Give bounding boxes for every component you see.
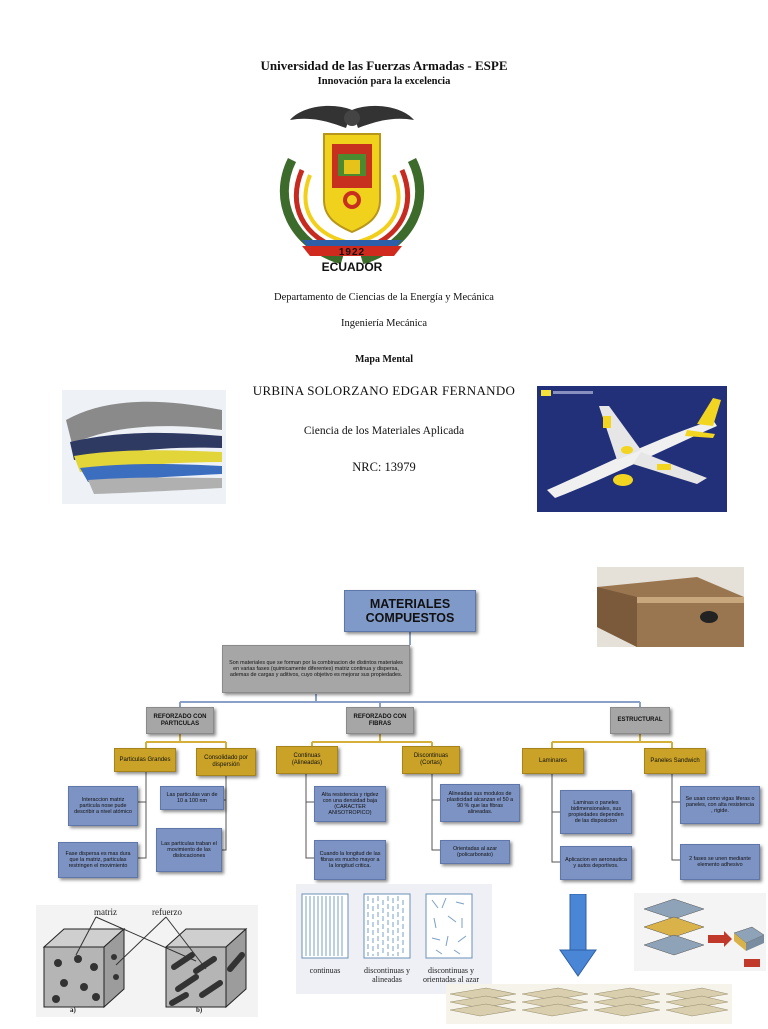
detail-traban: Las particulas traban el movimiento de l… (156, 828, 222, 872)
detail-fases: 2 fases se unen mediante elemento adhesi… (680, 844, 760, 880)
detail-alineadas: Alineadas sus modulos de plasticidad alc… (440, 784, 520, 822)
detail-interaccion: Interaccion matriz particula nose pude d… (68, 786, 138, 826)
document-type: Mapa Mental (354, 354, 414, 365)
sub-particulas-grandes: Particulas Grandes (114, 748, 176, 772)
airplane-image (537, 386, 727, 512)
sub-consolidado-dispersion: Consolidado por dispersión (196, 748, 256, 776)
sub-continuas: Continuas (Alineadas) (276, 746, 338, 774)
detail-vigas: Se usan como vigas liferas o paneles, co… (680, 786, 760, 824)
nrc-code: NRC: 13979 (352, 460, 416, 474)
label-discontinuas-azar: discontinuas y orientadas al azar (423, 966, 479, 984)
detail-laminas: Laminas o paneles bidimensionales, sus p… (560, 790, 632, 834)
university-motto: Innovación para la excelencia (317, 76, 451, 87)
detail-alta-resistencia: Alta resistencia y rigdez con una densid… (314, 786, 386, 822)
sub-paneles-sandwich: Paneles Sandwich (644, 748, 706, 774)
university-crest: 1922 ECUADOR (262, 100, 442, 280)
label-refuerzo: refuerzo (152, 907, 182, 917)
author-name: URBINA SOLORZANO EDGAR FERNANDO (252, 383, 516, 398)
detail-azar: Orientadas al azar (policarbonato) (440, 840, 510, 864)
sandwich-panel-figure (634, 893, 766, 971)
mindmap-definition: Son materiales que se forman por la comb… (222, 645, 410, 693)
label-matriz: matriz (94, 907, 117, 917)
category-particulas: REFORZADO CON PARTICULAS (146, 707, 214, 734)
fiber-orientation-figure: continuas discontinuas y alineadas disco… (296, 884, 492, 994)
label-panel-b: b) (196, 1006, 203, 1014)
laminate-stacks-figure (446, 984, 732, 1024)
label-discontinuas-alineadas: discontinuas y alineadas (364, 966, 410, 984)
crest-year: 1922 (338, 247, 366, 258)
department: Departamento de Ciencias de la Energía y… (274, 292, 494, 303)
mindmap-root: MATERIALES COMPUESTOS (344, 590, 476, 632)
honeycomb-panel-image (597, 567, 744, 647)
career: Ingeniería Mecánica (341, 318, 427, 329)
crest-country: ECUADOR (321, 260, 383, 274)
laminate-image (62, 390, 226, 504)
sub-laminares: Laminares (522, 748, 584, 774)
detail-tamano: Las particulas van de 10 a 100 nm (160, 786, 224, 810)
course-name: Ciencia de los Materiales Aplicada (303, 425, 465, 437)
detail-longitud: Cuando la longitud de las fibras es much… (314, 840, 386, 880)
category-fibras: REFORZADO CON FIBRAS (346, 707, 414, 734)
particle-composite-figure: matriz refuerzo a) b) (36, 905, 258, 1017)
detail-aplicacion: Aplicacion en aeronautica y autos deport… (560, 846, 632, 880)
university-name: Universidad de las Fuerzas Armadas - ESP… (260, 58, 508, 73)
down-arrow-icon (558, 893, 598, 978)
detail-fase-dispersa: Fase dispersa es mas dura que la matriz,… (58, 842, 138, 878)
sub-discontinuas: Discontinuas (Cortas) (402, 746, 460, 774)
label-panel-a: a) (70, 1006, 76, 1014)
label-continuas: continuas (309, 966, 341, 975)
category-estructural: ESTRUCTURAL (610, 707, 670, 734)
